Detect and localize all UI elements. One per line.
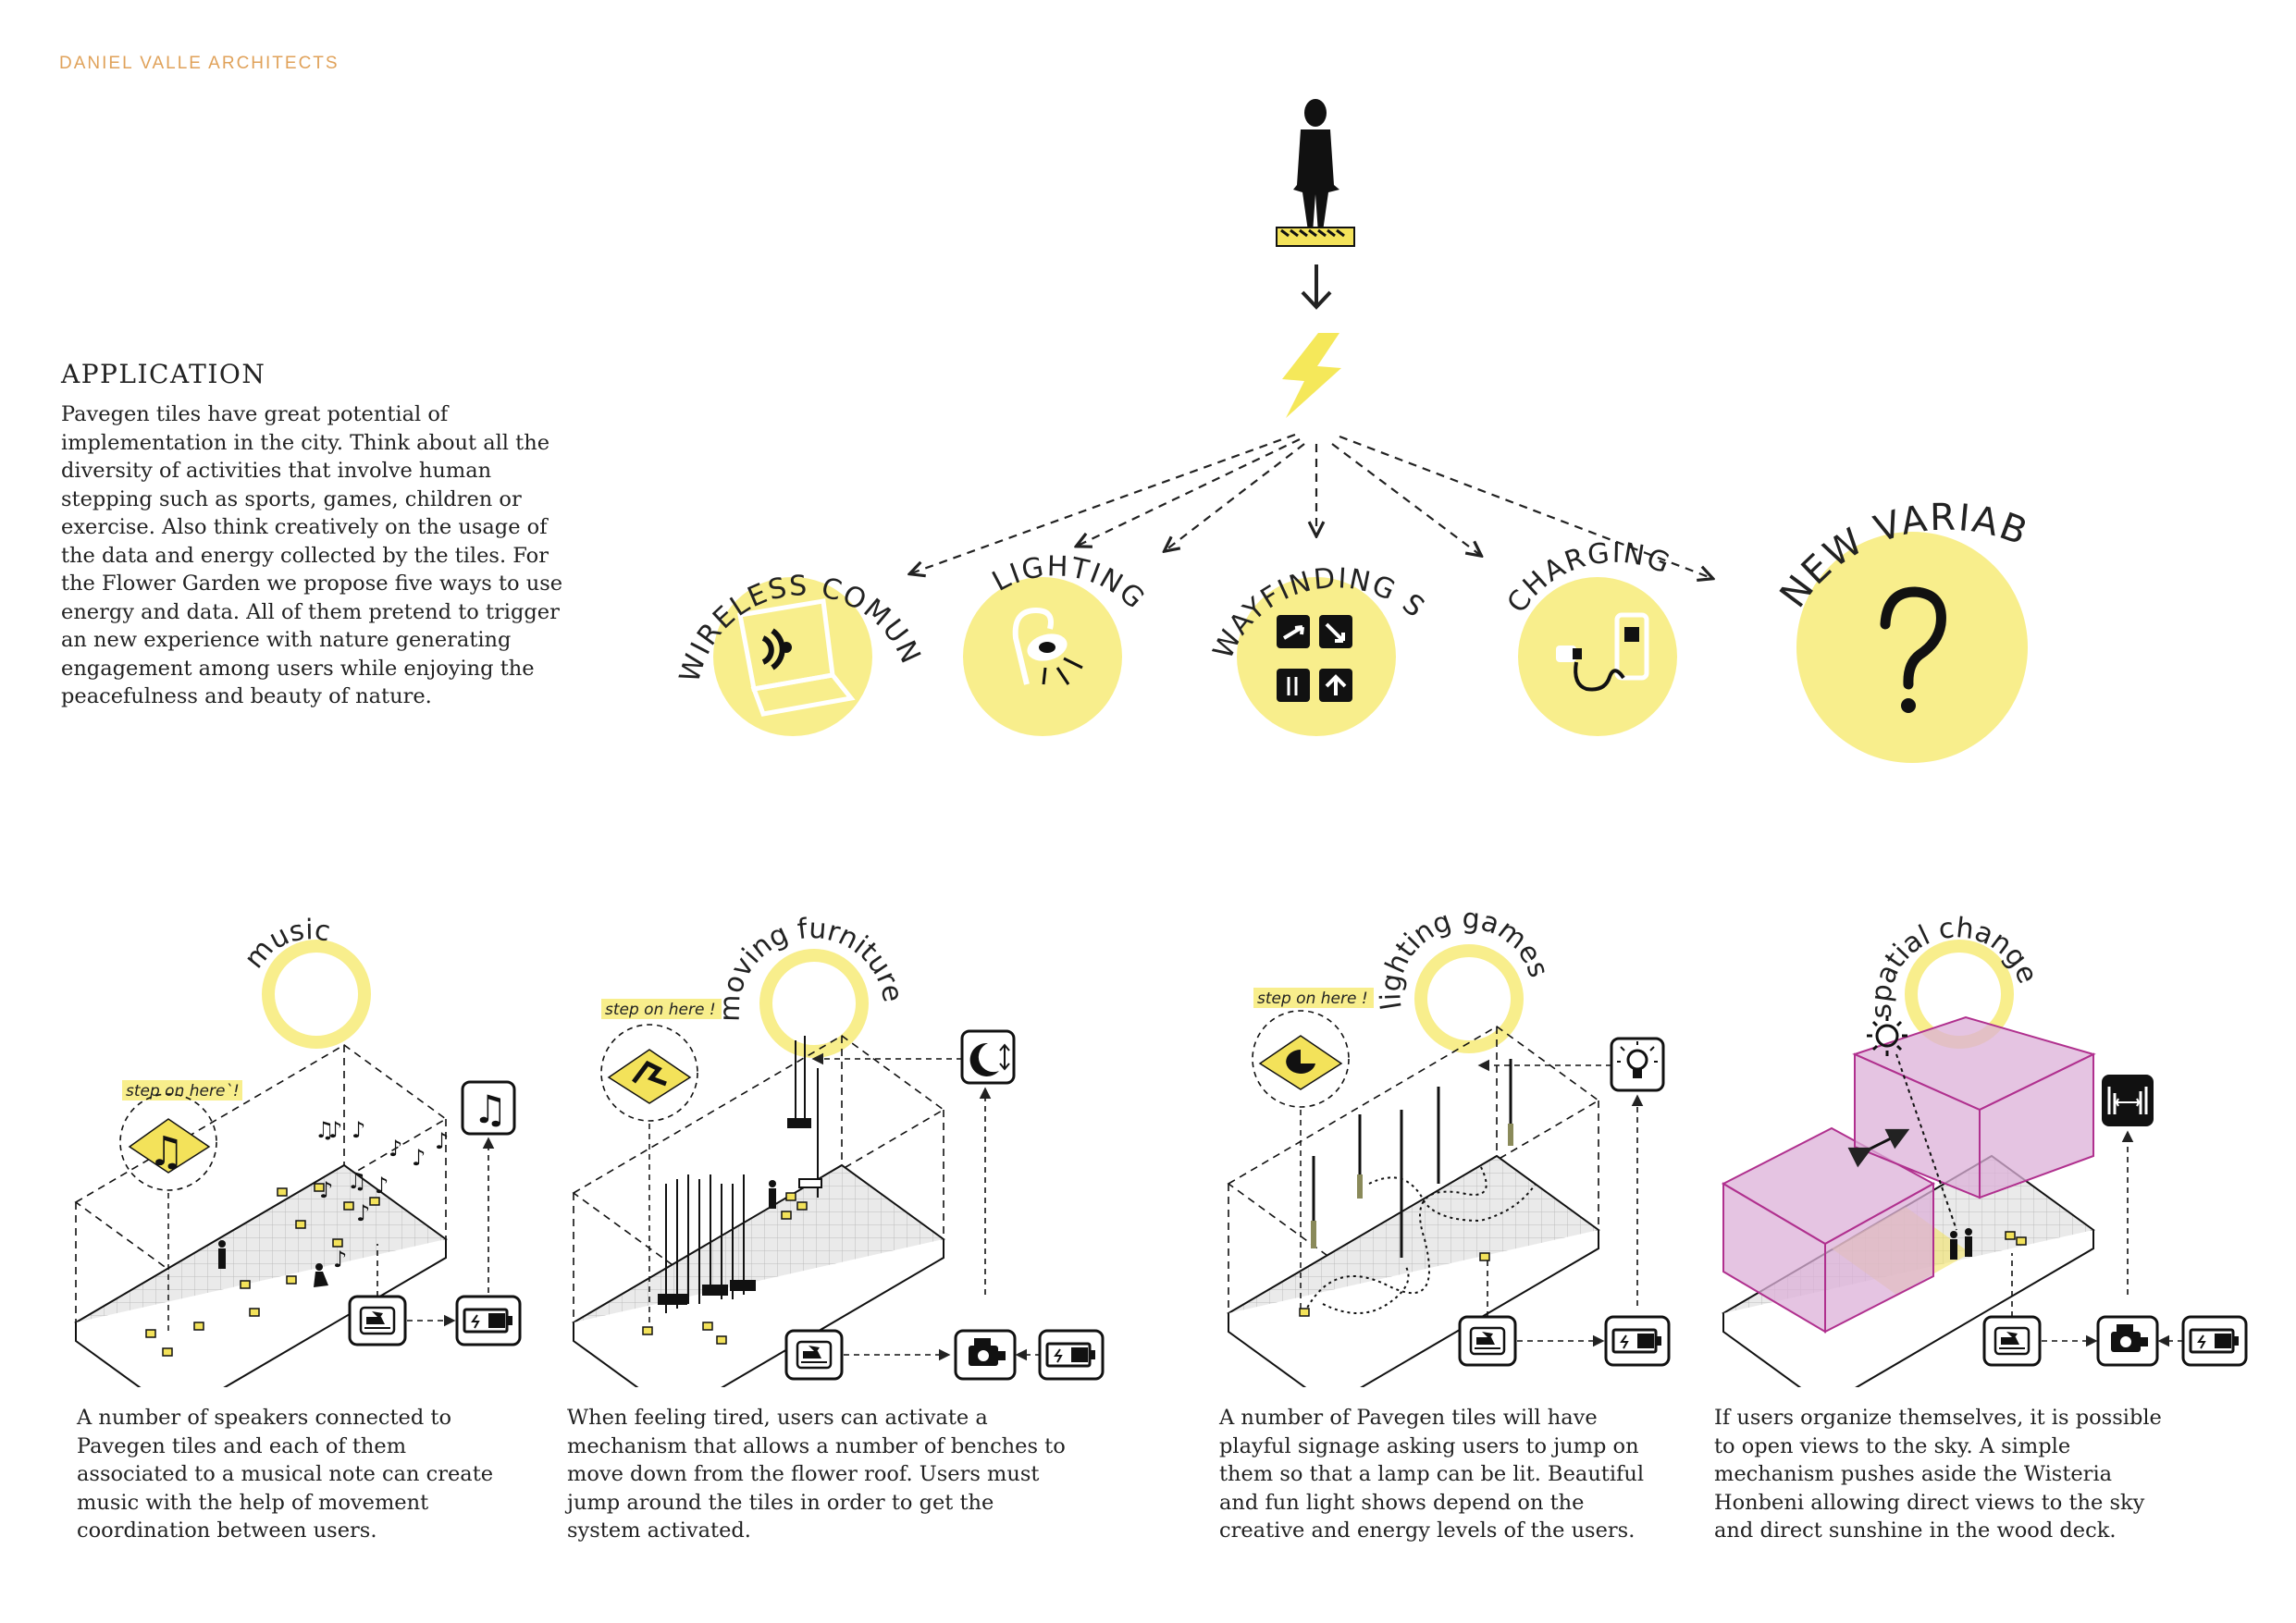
hanging-benches (658, 1036, 822, 1313)
svg-text:♪: ♪ (389, 1136, 402, 1162)
engine-icon (2096, 1315, 2159, 1367)
engine-icon (954, 1329, 1017, 1381)
svg-text:♫: ♫ (315, 1117, 335, 1143)
slide-arrow-icon (1847, 1128, 1910, 1168)
person-figures (218, 1240, 328, 1287)
svg-text:step on here !: step on here ! (605, 1001, 716, 1019)
battery-icon (455, 1295, 522, 1346)
scenario-moving-furniture: moving furniture (572, 913, 1105, 1387)
intro-paragraph: Pavegen tiles have great potential of im… (61, 402, 563, 708)
yellow-tiles (2005, 1231, 2027, 1246)
wisteria-volume-right (1852, 1015, 2096, 1199)
bulb-icon (1610, 1037, 1665, 1092)
scenario-caption-furniture: When feeling tired, users can activate a… (567, 1406, 1066, 1543)
scenario-lighting-games: lighting games step on here ! (1227, 903, 1671, 1387)
person-figures (769, 1180, 776, 1209)
svg-text:♪: ♪ (333, 1247, 347, 1273)
pavegen-step-icon (1458, 1315, 1517, 1367)
pavegen-step-icon (1982, 1315, 2042, 1367)
scenario-caption-spatial: If users organize themselves, it is poss… (1714, 1406, 2162, 1543)
app-wireless: WIRELESS COMUNICATION (0, 0, 925, 736)
music-ring (262, 940, 371, 1049)
step-on-callout: step on here ! (600, 999, 722, 1322)
scenario-caption-lighting: A number of Pavegen tiles will have play… (1219, 1406, 1645, 1543)
pavegen-step-icon (348, 1295, 407, 1346)
phone-charger-icon (1556, 612, 1649, 692)
svg-text:♪: ♪ (352, 1117, 365, 1143)
battery-icon (1038, 1329, 1105, 1381)
light-paths (1303, 1164, 1537, 1314)
scenario-title: moving furniture (714, 913, 909, 1023)
sky-opening-icon (2102, 1075, 2154, 1126)
brand-name: DANIEL VALLE ARCHITECTS (59, 54, 339, 73)
svg-text:♪: ♪ (328, 1117, 342, 1143)
battery-icon (2181, 1315, 2248, 1367)
yellow-tiles (642, 1192, 808, 1345)
note-speaker-icon: ♫ (461, 1080, 516, 1136)
yellow-tiles (1299, 1252, 1490, 1317)
battery-icon (1604, 1315, 1671, 1367)
down-arrow-icon (1301, 264, 1332, 310)
direction-signs-icon (1277, 615, 1352, 702)
sun-icon (1867, 1015, 1957, 1231)
svg-text:♪: ♪ (412, 1145, 426, 1171)
app-charging: CHARGING (1501, 536, 1677, 736)
step-on-callout: step on here`! ♫ (119, 1080, 242, 1332)
lamp-icon (1012, 607, 1083, 685)
step-on-callout: step on here ! (1252, 988, 1374, 1309)
app-label: WAYFINDING SIGNAGE (0, 0, 1432, 664)
app-lighting: LIGHTING (963, 550, 1150, 736)
scenarios-diagram: music ♫♪♪ ♪♪♪ ♫♪♪ ♪♪ step o (0, 888, 2248, 1387)
svg-text:♫: ♫ (473, 1087, 508, 1132)
question-mark-icon (1880, 586, 1946, 713)
moon-lift-icon (960, 1029, 1016, 1085)
laptop-wifi-icon (737, 598, 856, 717)
svg-text:step on here`!: step on here`! (126, 1082, 240, 1100)
pavegen-tile-icon (1276, 227, 1355, 247)
isometric-box (572, 1035, 945, 1387)
svg-text:step on here !: step on here ! (1257, 990, 1368, 1008)
isometric-box (1227, 1026, 1600, 1387)
section-title: APPLICATION (61, 359, 266, 389)
energy-bolt-icon (1282, 333, 1341, 418)
svg-text:♪: ♪ (356, 1200, 370, 1226)
person-figures (1950, 1228, 1972, 1260)
svg-text:♫: ♫ (347, 1168, 367, 1194)
scenario-music: music ♫♪♪ ♪♪♪ ♫♪♪ ♪♪ step o (74, 914, 522, 1387)
svg-text:♪: ♪ (375, 1173, 389, 1199)
lamp-posts (1311, 1059, 1513, 1258)
scenario-caption-music: A number of speakers connected to Pavege… (77, 1406, 494, 1543)
svg-text:♪: ♪ (435, 1128, 449, 1154)
music-notes-icon: ♫♪♪ ♪♪♪ ♫♪♪ ♪♪ (315, 1117, 449, 1273)
pavegen-step-icon (784, 1329, 844, 1381)
svg-text:♪: ♪ (319, 1177, 333, 1203)
distribution-arrows (911, 433, 1711, 578)
scenario-title: spatial changes (0, 888, 2043, 1020)
energy-flow-diagram: WIRELESS COMUNICATION LIGHTING WAYFINDIN… (0, 0, 2034, 763)
person-silhouette-icon (1293, 99, 1339, 233)
svg-text:♫: ♫ (148, 1128, 184, 1175)
yellow-tiles (145, 1183, 380, 1357)
app-label: NEW VARIABLES (0, 0, 2034, 616)
